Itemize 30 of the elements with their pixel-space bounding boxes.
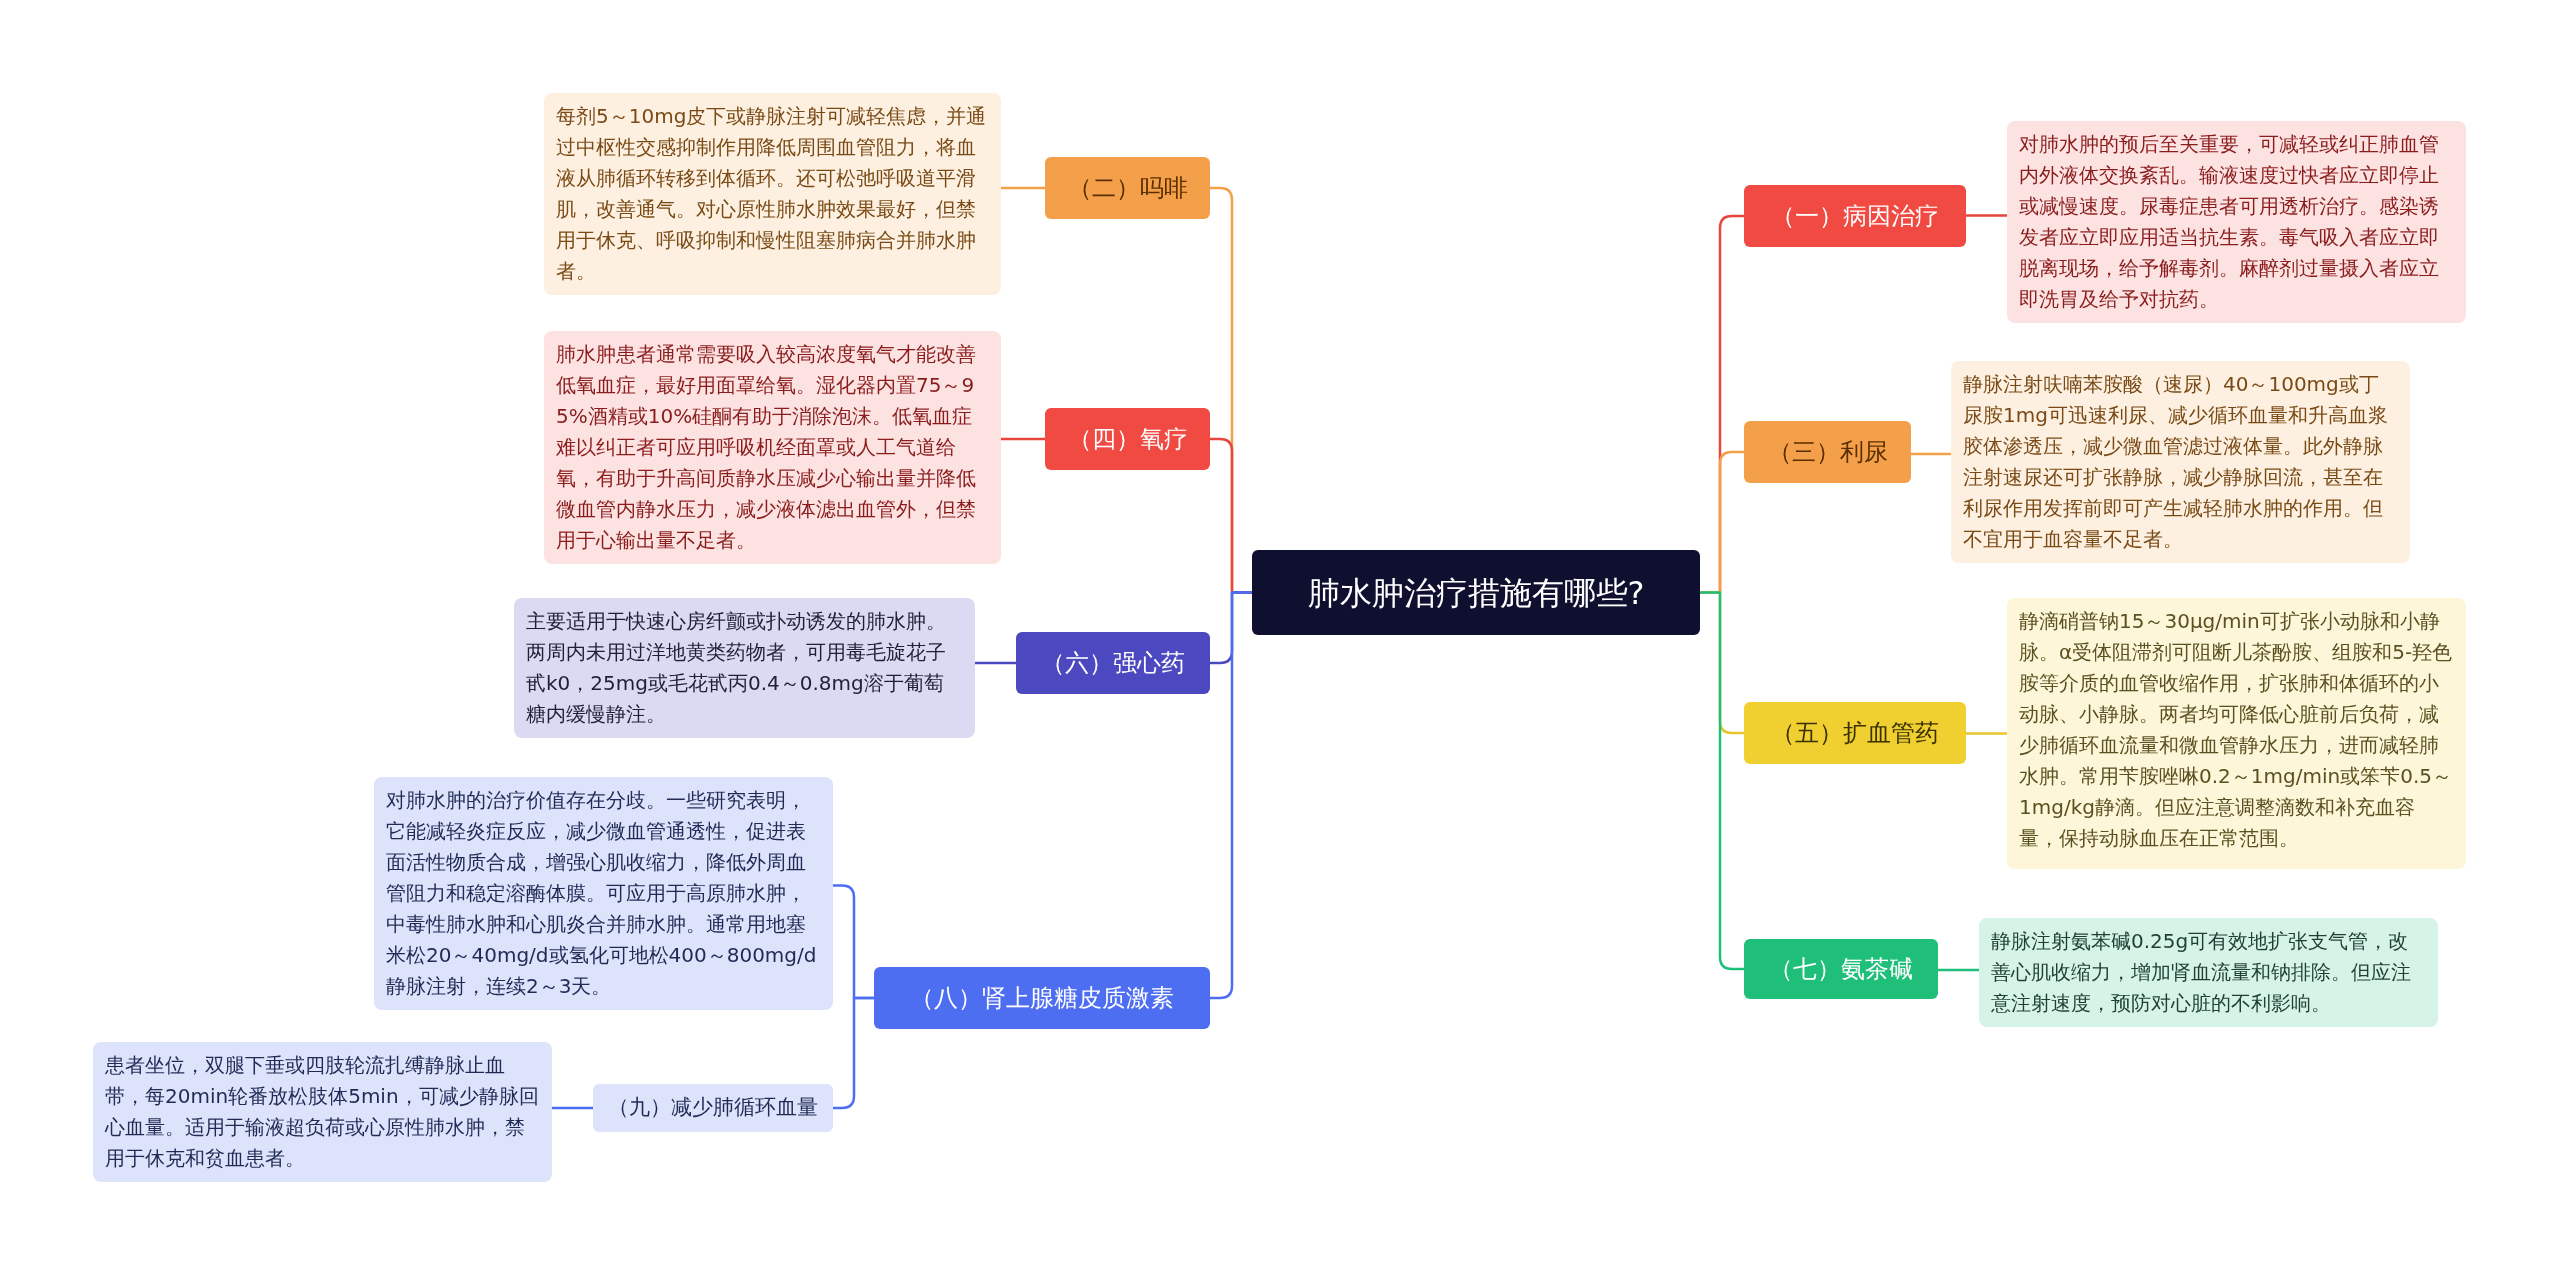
topic-box: （六）强心药 — [1016, 632, 1210, 694]
topic-box: （三）利尿 — [1744, 421, 1911, 483]
connector-line — [1938, 968, 1979, 972]
connector-line — [1001, 186, 1045, 190]
note-box: 静脉注射呋喃苯胺酸（速尿）40～100mg或丁尿胺1mg可迅速利尿、减少循环血量和升高血浆胶体渗透压，减少微血管滤过液体量。此外静脉注射速尿还可扩张静脉，减少静脉回流，甚至在利尿作用发挥前即可产生减轻肺水肿的作用。但不宜用于血容量不足者。 — [1951, 361, 2410, 563]
note-box: 对肺水肿的治疗价值存在分歧。一些研究表明，它能减轻炎症反应，减少微血管通透性，促进表面活性物质合成，增强心肌收缩力，降低外周血管阻力和稳定溶酶体膜。可应用于高原肺水肿，中毒性肺水肿和心肌炎合并肺水肿。通常用地塞米松20～40mg/d或氢化可地松400～800mg/d静脉注射，连续2～3天。 — [374, 777, 833, 1010]
root-topic-box: 肺水肿治疗措施有哪些? — [1252, 550, 1700, 635]
note-box: 患者坐位，双腿下垂或四肢轮流扎缚静脉止血带，每20min轮番放松肢体5min，可减少静脉回心血量。适用于输液超负荷或心原性肺水肿，禁用于休克和贫血患者。 — [93, 1042, 552, 1182]
topic-box: （一）病因治疗 — [1744, 185, 1966, 247]
note-box: 每剂5～10mg皮下或静脉注射可减轻焦虑，并通过中枢性交感抑制作用降低周围血管阻力，将血液从肺循环转移到体循环。还可松弛呼吸道平滑肌，改善通气。对心原性肺水肿效果最好，但禁用于休克、呼吸抑制和慢性阻塞肺病合并肺水肿者。 — [544, 93, 1001, 295]
topic-box: （七）氨茶碱 — [1744, 939, 1938, 999]
subtopic-box: （九）减少肺循环血量 — [593, 1084, 833, 1132]
connector-line — [1700, 591, 1744, 971]
connector-line — [1966, 214, 2007, 217]
connector-line — [1966, 732, 2007, 735]
connector-line — [1911, 452, 1951, 456]
topic-box: （二）吗啡 — [1045, 157, 1210, 219]
note-box: 主要适用于快速心房纤颤或扑动诱发的肺水肿。两周内未用过洋地黄类药物者，可用毒毛旋花子甙k0，25mg或毛花甙丙0.4～0.8mg溶于葡萄糖内缓慢静注。 — [514, 598, 975, 738]
note-box: 静滴硝普钠15～30μg/min可扩张小动脉和小静脉。α受体阻滞剂可阻断儿茶酚胺、组胺和5-羟色胺等介质的血管收缩作用，扩张肺和体循环的小动脉、小静脉。两者均可降低心脏前后负荷，减少肺循环血流量和微血管静水压力，进而减轻肺水肿。常用苄胺唑啉0.2～1mg/min或笨苄0.5～1mg/kg静滴。但应注意调整滴数和补充血容量，保持动脉血压在正常范围。 — [2007, 598, 2466, 869]
connector-line — [1001, 437, 1045, 441]
connector-line — [552, 1106, 593, 1110]
connector-line — [833, 996, 874, 1110]
topic-box: （五）扩血管药 — [1744, 702, 1966, 764]
topic-box: （四）氧疗 — [1045, 408, 1210, 470]
note-box: 静脉注射氨苯碱0.25g可有效地扩张支气管，改善心肌收缩力，增加肾血流量和钠排除。但应注意注射速度，预防对心脏的不利影响。 — [1979, 918, 2438, 1027]
note-box: 对肺水肿的预后至关重要，可减轻或纠正肺血管内外液体交换紊乱。输液速度过快者应立即停止或减慢速度。尿毒症患者可用透析治疗。感染诱发者应立即应用适当抗生素。毒气吸入者应立即脱离现场，给予解毒剂。麻醉剂过量摄入者应立即洗胃及给予对抗药。 — [2007, 121, 2466, 323]
connector-line — [1210, 591, 1252, 1000]
topic-box: （八）肾上腺糖皮质激素 — [874, 967, 1210, 1029]
connector-line — [975, 661, 1016, 665]
note-box: 肺水肿患者通常需要吸入较高浓度氧气才能改善低氧血症，最好用面罩给氧。湿化器内置75～95%酒精或10%硅酮有助于消除泡沫。低氧血症难以纠正者可应用呼吸机经面罩或人工气道给氧，有助于升高间质静水压减少心输出量并降低微血管内静水压力，减少液体滤出血管外，但禁用于心输出量不足者。 — [544, 331, 1001, 564]
